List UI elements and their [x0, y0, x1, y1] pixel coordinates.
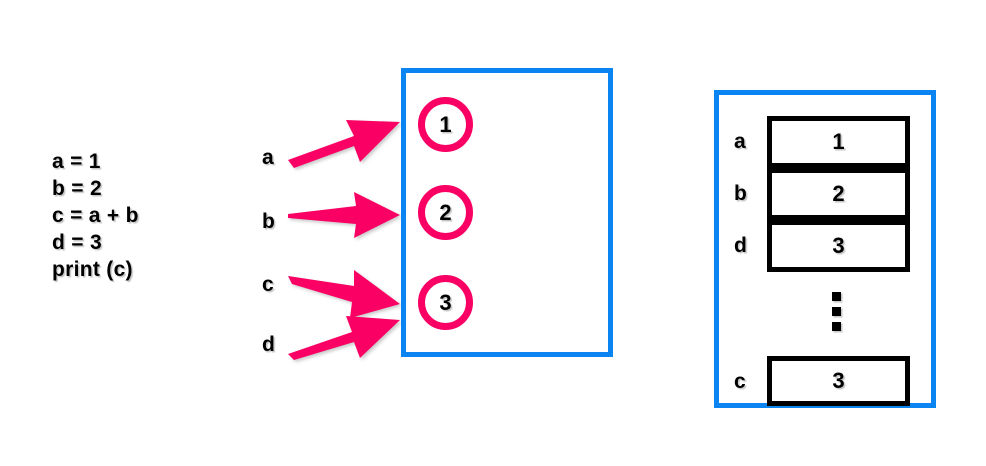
ellipsis-dot-1: [832, 292, 841, 301]
memory-slot-c: 3: [767, 356, 910, 406]
value-panel-label-b: b: [262, 210, 275, 233]
memory-slot-d-value: 3: [832, 233, 845, 258]
memory-slot-label-d: d: [734, 234, 747, 257]
value-circle-3-value: 3: [439, 289, 452, 315]
value-panel-label-d: d: [262, 333, 275, 356]
code-block: a = 1 b = 2 c = a + b d = 3 print (c): [52, 148, 262, 283]
ellipsis-dot-3: [832, 322, 841, 331]
memory-slot-c-value: 3: [832, 368, 845, 393]
code-line-5: print (c): [52, 258, 133, 281]
memory-slot-a-value: 1: [832, 129, 845, 154]
code-line-3: c = a + b: [52, 204, 139, 227]
arrow-a-icon: [288, 120, 400, 168]
code-line-1: a = 1: [52, 150, 101, 173]
memory-slot-a: 1: [767, 116, 910, 168]
value-circle-3: 3: [418, 275, 473, 330]
value-circle-2-value: 2: [439, 199, 452, 225]
memory-slot-label-c: c: [734, 370, 746, 393]
arrow-d-icon: [288, 316, 400, 360]
value-panel-label-c: c: [262, 273, 274, 296]
code-line-4: d = 3: [52, 231, 102, 254]
code-line-2: b = 2: [52, 177, 102, 200]
memory-slot-d: 3: [767, 220, 910, 272]
memory-slot-label-a: a: [734, 130, 746, 153]
arrow-c-icon: [288, 270, 400, 318]
value-circle-1: 1: [418, 97, 473, 152]
memory-slot-b-value: 2: [832, 181, 845, 206]
value-circle-2: 2: [418, 185, 473, 240]
memory-slot-b: 2: [767, 168, 910, 220]
ellipsis-dot-2: [832, 307, 841, 316]
arrow-b-icon: [288, 192, 400, 238]
vertical-ellipsis-icon: [832, 292, 844, 332]
value-panel-label-a: a: [262, 146, 274, 169]
memory-slot-label-b: b: [734, 182, 747, 205]
value-circle-1-value: 1: [439, 111, 452, 137]
